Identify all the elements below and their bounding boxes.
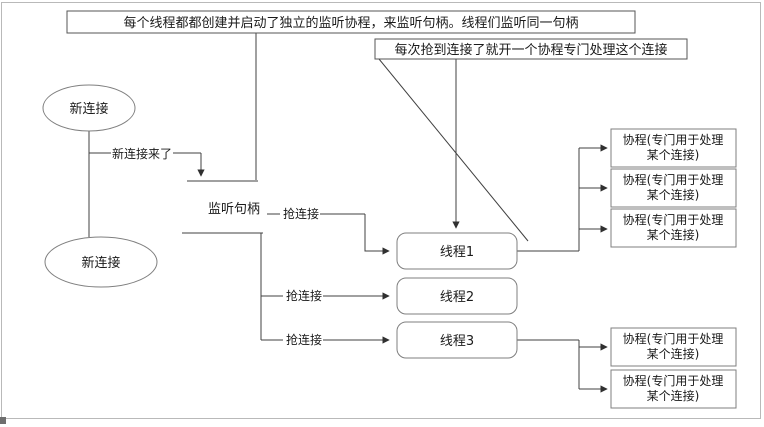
thread1-label: 线程1: [440, 245, 474, 260]
grab-connection-label-1: 抢连接: [283, 206, 319, 221]
coroutine2-rect: [610, 168, 737, 208]
connectors: [88, 33, 608, 393]
sub-note-label: 每次抢到连接了就开一个协程专门处理这个连接: [394, 42, 667, 58]
coroutine5-node: 协程(专门用于处理 某个连接): [610, 369, 737, 409]
top-note-rect: [66, 10, 636, 34]
flow-diagram: 每个线程都都创建并启动了独立的监听协程，来监听句柄。线程们监听同一句柄 每次抢到…: [42, 10, 737, 409]
thread2-label: 线程2: [440, 290, 474, 305]
coroutine4-label-line2: 某个连接): [647, 346, 700, 361]
thread3-node: 线程3: [396, 321, 518, 359]
new-connection-bottom-ellipse: [44, 236, 158, 288]
coroutine3-label-line2: 某个连接): [647, 227, 700, 242]
thread3-label: 线程3: [440, 334, 474, 349]
grab1-arrow: [364, 214, 390, 255]
coroutine2-label-line2: 某个连接): [647, 187, 700, 202]
new-connection-top-label: 新连接: [69, 101, 108, 117]
coroutine5-label-line1: 协程(专门用于处理: [623, 373, 724, 388]
grab-connection-label-3: 抢连接: [286, 332, 322, 347]
new-connection-top-node: 新连接: [42, 84, 136, 132]
grab-connection-label-2: 抢连接: [286, 288, 322, 303]
coroutine3-rect: [610, 208, 737, 248]
sub-note-rect: [374, 38, 688, 60]
coroutine4-node: 协程(专门用于处理 某个连接): [610, 327, 737, 367]
thread2-node: 线程2: [396, 277, 518, 315]
coroutine4-label-line1: 协程(专门用于处理: [623, 331, 724, 346]
coroutine3-node: 协程(专门用于处理 某个连接): [610, 208, 737, 248]
coroutine1-rect: [610, 128, 737, 168]
thread1-rect: [396, 232, 518, 270]
coroutine4-rect: [610, 327, 737, 367]
coroutine3-label-line1: 协程(专门用于处理: [623, 212, 724, 227]
coroutine1-label-line1: 协程(专门用于处理: [623, 132, 724, 147]
new-connection-top-ellipse: [42, 84, 136, 132]
coroutine5-label-line2: 某个连接): [647, 388, 700, 403]
listen-handle-label: 监听句柄: [208, 202, 260, 217]
corner-mark: [0, 417, 6, 424]
new-connection-bottom-node: 新连接: [44, 236, 158, 288]
top-note-box: 每个线程都都创建并启动了独立的监听协程，来监听句柄。线程们监听同一句柄: [66, 10, 636, 34]
new-connection-arrived-label: 新连接来了: [112, 146, 172, 161]
diagram-canvas: 每个线程都都创建并启动了独立的监听协程，来监听句柄。线程们监听同一句柄 每次抢到…: [1, 2, 761, 419]
coroutine2-node: 协程(专门用于处理 某个连接): [610, 168, 737, 208]
connector-subnote-diagonal: [378, 58, 529, 242]
thread2-rect: [396, 277, 518, 315]
thread1-node: 线程1: [396, 232, 518, 270]
new-connection-bottom-label: 新连接: [81, 255, 120, 271]
sub-note-box: 每次抢到连接了就开一个协程专门处理这个连接: [374, 38, 688, 60]
coroutine2-label-line1: 协程(专门用于处理: [623, 172, 724, 187]
top-note-label: 每个线程都都创建并启动了独立的监听协程，来监听句柄。线程们监听同一句柄: [123, 15, 578, 31]
coroutine1-label-line2: 某个连接): [647, 147, 700, 162]
coroutine1-node: 协程(专门用于处理 某个连接): [610, 128, 737, 168]
coroutine5-rect: [610, 369, 737, 409]
thread3-rect: [396, 321, 518, 359]
